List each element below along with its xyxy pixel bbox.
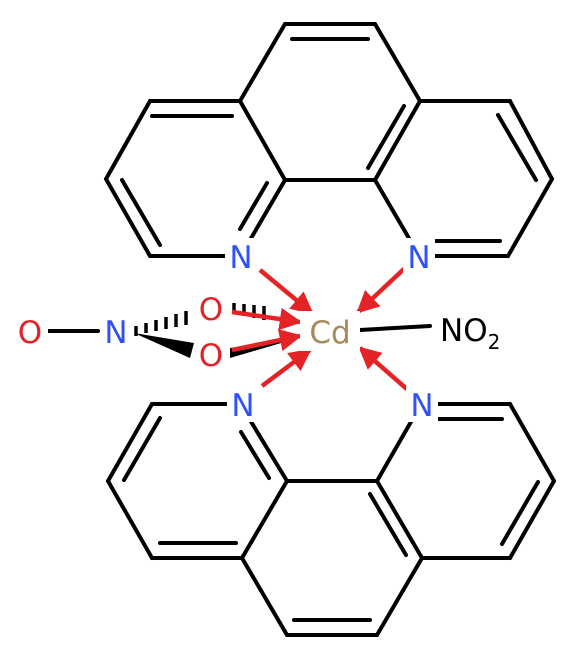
bond — [106, 479, 154, 560]
hashed-wedge-bond — [134, 311, 188, 336]
bond-cd-no2 — [358, 324, 432, 332]
bond — [375, 479, 424, 560]
bond — [375, 418, 414, 483]
nitrogen-atom-label: N — [104, 315, 127, 351]
coordination-arrow — [231, 329, 303, 353]
double-bond-line — [238, 181, 269, 231]
bond — [373, 99, 422, 182]
bond — [373, 178, 412, 242]
nitrogen-atom-label: N — [407, 240, 430, 276]
coordination-arrow — [358, 346, 410, 392]
nitrogen-atom-label: N — [229, 240, 252, 276]
bond — [240, 556, 289, 637]
coordination-arrow — [231, 307, 303, 331]
bond — [104, 177, 152, 258]
nitro-group-label: NO2 — [440, 313, 500, 354]
nitrogen-atom-label: N — [410, 388, 433, 424]
top-phenanthroline-ligand — [104, 22, 554, 258]
coordination-arrows — [231, 266, 410, 392]
coordination-arrow — [356, 266, 407, 314]
bond — [248, 178, 287, 242]
cadmium-atom-label: Cd — [309, 315, 350, 351]
oxygen-atom-label: O — [199, 338, 223, 374]
coordination-arrow — [260, 348, 312, 388]
double-bond-line — [120, 178, 162, 247]
double-bond-line — [366, 104, 406, 170]
double-bond-line — [122, 416, 162, 482]
oxygen-atom-label: O — [18, 315, 42, 351]
solid-wedge-bond — [134, 333, 194, 358]
oxygen-atom-label: O — [199, 292, 223, 328]
bond — [508, 402, 556, 483]
double-bond-line — [239, 430, 271, 480]
bond — [238, 22, 287, 103]
bond — [375, 556, 424, 637]
nitrogen-atom-label: N — [231, 388, 254, 424]
bond — [508, 479, 556, 560]
bond — [240, 479, 289, 560]
bond — [106, 402, 154, 483]
coordination-arrow — [258, 268, 314, 315]
double-bond-line — [500, 480, 540, 546]
double-bond-line — [368, 492, 408, 557]
bond — [508, 99, 554, 181]
bond — [506, 177, 554, 258]
double-bond-line — [496, 113, 538, 182]
bond — [248, 418, 289, 483]
bottom-phenanthroline-ligand — [106, 402, 556, 637]
bond — [373, 22, 422, 103]
bond — [238, 99, 287, 182]
atom-labels: Cd N N N N O O N O NO2 — [12, 238, 500, 424]
bond — [104, 99, 152, 181]
